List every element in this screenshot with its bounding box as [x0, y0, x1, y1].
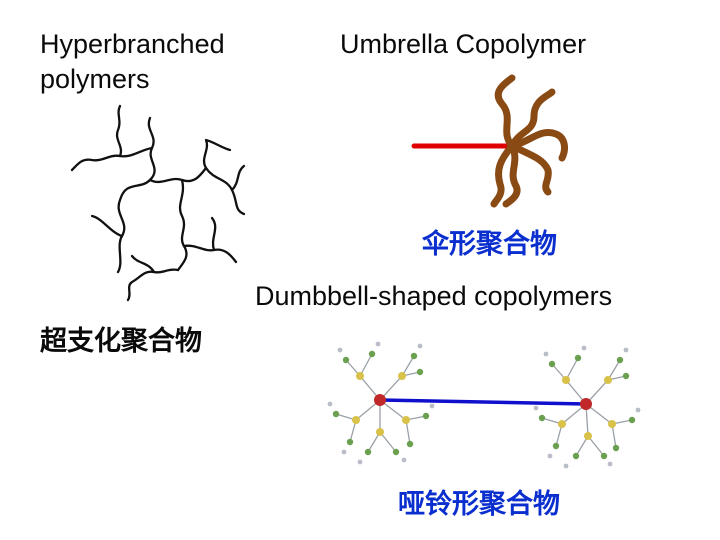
- umbrella-title: Umbrella Copolymer: [340, 29, 587, 59]
- dumbbell-chinese-label: 哑铃形聚合物: [398, 489, 560, 520]
- hyperbranched-title-line1: Hyperbranched: [40, 29, 225, 59]
- hyperbranched-chinese-label: 超支化聚合物: [40, 326, 202, 357]
- hyperbranched-title-line2: polymers: [40, 64, 150, 94]
- dumbbell-title: Dumbbell-shaped copolymers: [255, 281, 613, 311]
- umbrella-chinese-label: 伞形聚合物: [422, 229, 557, 260]
